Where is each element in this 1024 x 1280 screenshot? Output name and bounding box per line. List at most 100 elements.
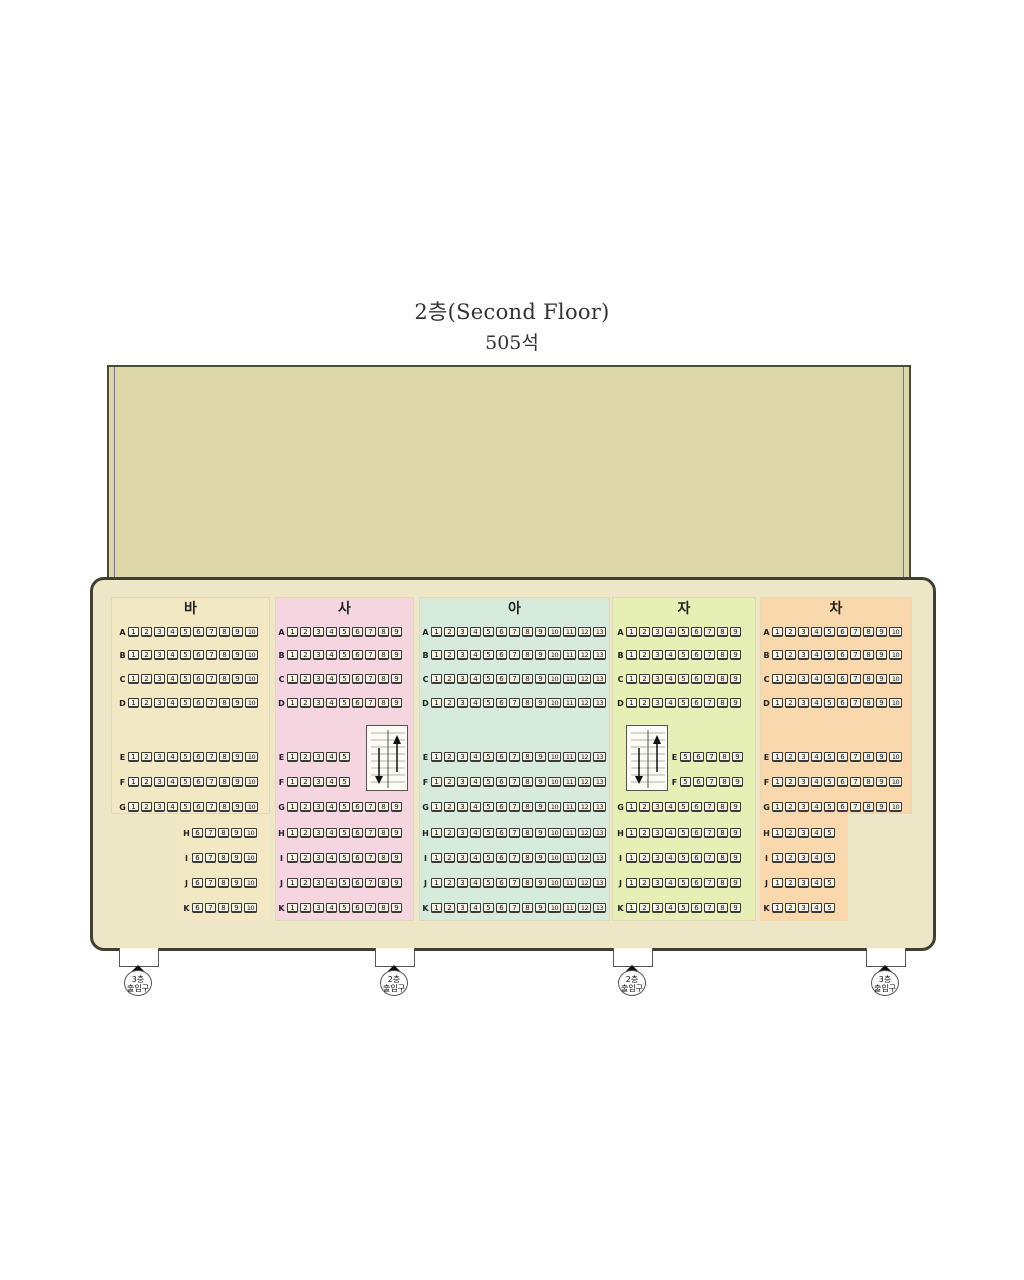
seat[interactable]: 1 [287, 777, 298, 787]
seat[interactable]: 8 [378, 627, 389, 637]
seat[interactable]: 5 [339, 903, 350, 913]
seat[interactable]: 10 [548, 878, 561, 888]
seat[interactable]: 5 [824, 698, 835, 708]
seat[interactable]: 9 [535, 878, 546, 888]
seat[interactable]: 4 [811, 777, 822, 787]
seat[interactable]: 9 [232, 674, 243, 684]
seat[interactable]: 2 [785, 878, 796, 888]
seat[interactable]: 10 [244, 853, 257, 863]
seat[interactable]: 9 [535, 777, 546, 787]
seat[interactable]: 12 [578, 650, 591, 660]
seat[interactable]: 4 [470, 674, 481, 684]
seat[interactable]: 11 [563, 878, 576, 888]
seat[interactable]: 2 [785, 674, 796, 684]
seat[interactable]: 6 [691, 853, 702, 863]
seat[interactable]: 7 [365, 650, 376, 660]
seat[interactable]: 6 [837, 650, 848, 660]
seat[interactable]: 8 [863, 627, 874, 637]
seat[interactable]: 1 [626, 698, 637, 708]
seat[interactable]: 1 [287, 698, 298, 708]
seat[interactable]: 5 [680, 777, 691, 787]
seat[interactable]: 10 [245, 698, 258, 708]
seat[interactable]: 3 [798, 802, 809, 812]
seat[interactable]: 4 [326, 674, 337, 684]
seat[interactable]: 4 [665, 878, 676, 888]
seat[interactable]: 9 [391, 853, 402, 863]
seat[interactable]: 13 [593, 627, 606, 637]
seat[interactable]: 7 [365, 903, 376, 913]
seat[interactable]: 6 [193, 698, 204, 708]
seat[interactable]: 5 [483, 777, 494, 787]
seat[interactable]: 4 [470, 777, 481, 787]
seat[interactable]: 10 [548, 752, 561, 762]
seat[interactable]: 11 [563, 627, 576, 637]
seat[interactable]: 2 [444, 853, 455, 863]
seat[interactable]: 5 [483, 878, 494, 888]
seat[interactable]: 3 [313, 627, 324, 637]
seat[interactable]: 5 [339, 650, 350, 660]
seat[interactable]: 6 [496, 853, 507, 863]
seat[interactable]: 7 [704, 878, 715, 888]
seat[interactable]: 3 [457, 777, 468, 787]
seat[interactable]: 6 [496, 752, 507, 762]
seat[interactable]: 8 [863, 698, 874, 708]
seat[interactable]: 5 [180, 650, 191, 660]
seat[interactable]: 2 [300, 802, 311, 812]
seat[interactable]: 6 [693, 752, 704, 762]
seat[interactable]: 4 [665, 698, 676, 708]
seat[interactable]: 4 [326, 853, 337, 863]
seat[interactable]: 9 [391, 627, 402, 637]
seat[interactable]: 9 [232, 752, 243, 762]
seat[interactable]: 6 [193, 650, 204, 660]
seat[interactable]: 3 [457, 627, 468, 637]
seat[interactable]: 6 [352, 698, 363, 708]
seat[interactable]: 5 [339, 853, 350, 863]
seat[interactable]: 3 [457, 674, 468, 684]
seat[interactable]: 3 [652, 828, 663, 838]
seat[interactable]: 4 [326, 650, 337, 660]
seat[interactable]: 1 [772, 802, 783, 812]
seat[interactable]: 6 [496, 777, 507, 787]
seat[interactable]: 4 [811, 752, 822, 762]
seat[interactable]: 12 [578, 903, 591, 913]
seat[interactable]: 5 [678, 698, 689, 708]
seat[interactable]: 10 [245, 627, 258, 637]
seat[interactable]: 11 [563, 828, 576, 838]
seat[interactable]: 9 [391, 828, 402, 838]
seat[interactable]: 1 [626, 802, 637, 812]
seat[interactable]: 2 [444, 777, 455, 787]
seat[interactable]: 5 [678, 627, 689, 637]
seat[interactable]: 7 [704, 903, 715, 913]
seat[interactable]: 2 [444, 802, 455, 812]
seat[interactable]: 6 [193, 674, 204, 684]
seat[interactable]: 3 [798, 828, 809, 838]
seat[interactable]: 1 [287, 903, 298, 913]
seat[interactable]: 1 [431, 853, 442, 863]
seat[interactable]: 4 [470, 878, 481, 888]
seat[interactable]: 2 [300, 777, 311, 787]
seat[interactable]: 3 [652, 674, 663, 684]
seat[interactable]: 1 [128, 674, 139, 684]
seat[interactable]: 10 [889, 752, 902, 762]
seat[interactable]: 6 [837, 674, 848, 684]
seat[interactable]: 9 [730, 903, 741, 913]
seat[interactable]: 4 [665, 627, 676, 637]
seat[interactable]: 3 [798, 650, 809, 660]
seat[interactable]: 2 [444, 752, 455, 762]
seat[interactable]: 5 [339, 878, 350, 888]
seat[interactable]: 1 [287, 853, 298, 863]
seat[interactable]: 1 [431, 752, 442, 762]
seat[interactable]: 6 [352, 903, 363, 913]
seat[interactable]: 2 [300, 752, 311, 762]
seat[interactable]: 8 [522, 853, 533, 863]
seat[interactable]: 13 [593, 878, 606, 888]
seat[interactable]: 3 [457, 878, 468, 888]
seat[interactable]: 1 [431, 650, 442, 660]
seat[interactable]: 5 [180, 752, 191, 762]
seat[interactable]: 2 [639, 903, 650, 913]
seat[interactable]: 9 [876, 698, 887, 708]
seat[interactable]: 4 [470, 828, 481, 838]
seat[interactable]: 3 [798, 777, 809, 787]
seat[interactable]: 9 [876, 802, 887, 812]
seat[interactable]: 5 [824, 752, 835, 762]
